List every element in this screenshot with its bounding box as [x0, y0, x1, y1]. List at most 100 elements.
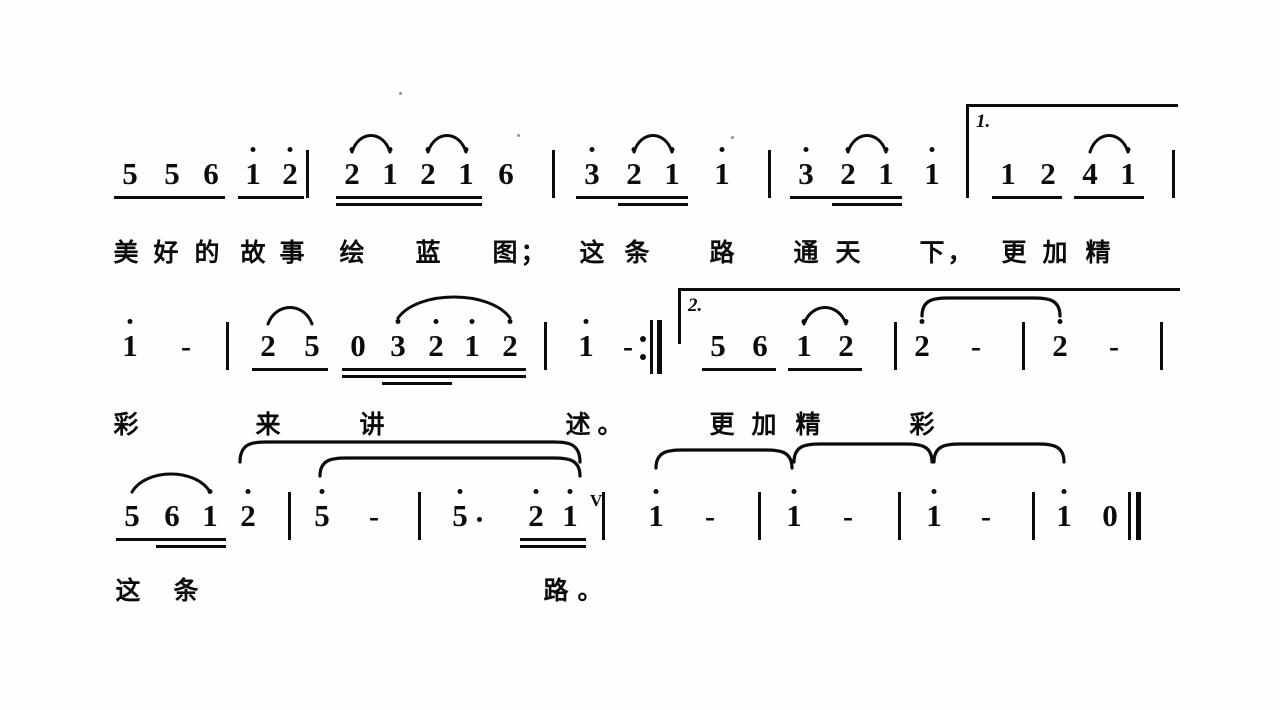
octave-dot-high [567, 489, 573, 494]
note-digit: 1 [1000, 156, 1016, 191]
page-speck [731, 136, 734, 139]
lyric-char: 。 [597, 410, 623, 439]
note-digit: 2 [420, 156, 436, 191]
note-digit: 1 [786, 498, 802, 533]
tie-bracket [792, 442, 934, 464]
barline [1172, 150, 1175, 198]
beam-line [520, 538, 586, 542]
sustain-dash: - [181, 330, 191, 363]
lyric-char: 加 [751, 410, 777, 439]
note-digit: 1 [464, 328, 480, 363]
breath-mark: V [590, 491, 603, 510]
octave-dot-high [287, 147, 293, 152]
note-digit: 2 [626, 156, 642, 191]
note-digit: 1 [458, 156, 474, 191]
barline [544, 322, 547, 370]
beam-line [336, 196, 482, 200]
note-digit: 6 [164, 498, 180, 533]
barline [1160, 322, 1163, 370]
lyric-char: 好 [153, 238, 179, 267]
note-digit: 1 [562, 498, 578, 533]
repeat-barline-thin [650, 320, 653, 374]
lyric-char: 图 [492, 238, 518, 267]
lyric-char: 的 [194, 238, 220, 267]
lyric-char: 绘 [339, 238, 365, 267]
barline [306, 150, 309, 198]
volta-label: 2. [688, 295, 703, 316]
repeat-dot-lower [640, 354, 646, 360]
beam-line [992, 196, 1062, 200]
slur-arc [1088, 134, 1130, 154]
note-digit: 2 [428, 328, 444, 363]
sustain-dash: - [971, 330, 981, 363]
note-digit: 5 [124, 498, 140, 533]
tie-bracket [654, 448, 794, 470]
barline [898, 492, 901, 540]
sustain-dash: - [623, 330, 633, 363]
barline [966, 150, 969, 198]
barline [602, 492, 605, 540]
note-digit: 1 [796, 328, 812, 363]
beam-line [618, 203, 688, 207]
barline [768, 150, 771, 198]
repeat-dot-upper [640, 336, 646, 342]
lyric-char: 这 [579, 238, 605, 267]
octave-dot-high [929, 147, 935, 152]
page-speck [517, 134, 520, 137]
octave-dot-high [457, 489, 463, 494]
lyric-char: 条 [624, 238, 650, 267]
volta-bracket-stem [678, 288, 681, 344]
note-digit: 2 [502, 328, 518, 363]
note-digit: 4 [1082, 156, 1098, 191]
octave-dot-high [319, 489, 325, 494]
note-digit: 1 [714, 156, 730, 191]
octave-dot-high [1057, 319, 1063, 324]
lyric-char: 更 [709, 410, 735, 439]
lyric-char: 天 [835, 238, 861, 267]
beam-line [116, 538, 226, 542]
note-digit: 2 [838, 328, 854, 363]
volta-bracket-stem [966, 104, 969, 156]
lyric-char: 彩 [909, 410, 935, 439]
note-digit: 2 [914, 328, 930, 363]
final-barline-thin [1128, 492, 1131, 540]
beam-line [252, 368, 328, 372]
note-digit: 1 [245, 156, 261, 191]
barline [552, 150, 555, 198]
note-digit: 1 [878, 156, 894, 191]
lyric-char: 彩 [113, 410, 139, 439]
slur-arc [130, 472, 212, 494]
note-digit: 3 [390, 328, 406, 363]
lyric-char: 通 [793, 238, 819, 267]
repeat-barline-thick [657, 320, 662, 374]
augmentation-dot [477, 517, 482, 522]
note-digit: 2 [282, 156, 298, 191]
tie-bracket [318, 456, 582, 478]
tie-bracket [238, 440, 582, 464]
note-digit: 2 [344, 156, 360, 191]
lyric-char: 精 [795, 410, 821, 439]
octave-dot-high [1061, 489, 1067, 494]
octave-dot-high [433, 319, 439, 324]
octave-dot-high [245, 489, 251, 494]
note-digit: 1 [122, 328, 138, 363]
lyric-char: 事 [279, 238, 305, 267]
octave-dot-high [507, 319, 513, 324]
beam-line [702, 368, 776, 372]
lyric-char: 条 [173, 576, 199, 605]
lyric-char: 。 [577, 576, 603, 605]
note-digit: 1 [924, 156, 940, 191]
octave-dot-high [533, 489, 539, 494]
tie-bracket [920, 296, 1062, 318]
beam-line [1074, 196, 1144, 200]
beam-line [832, 203, 902, 207]
octave-dot-high [919, 319, 925, 324]
note-digit: 2 [240, 498, 256, 533]
note-digit: 1 [664, 156, 680, 191]
beam-line [238, 196, 304, 200]
beam-line [382, 382, 452, 386]
beam-line [114, 196, 225, 200]
octave-dot-high [469, 319, 475, 324]
tie-bracket [932, 442, 1066, 464]
